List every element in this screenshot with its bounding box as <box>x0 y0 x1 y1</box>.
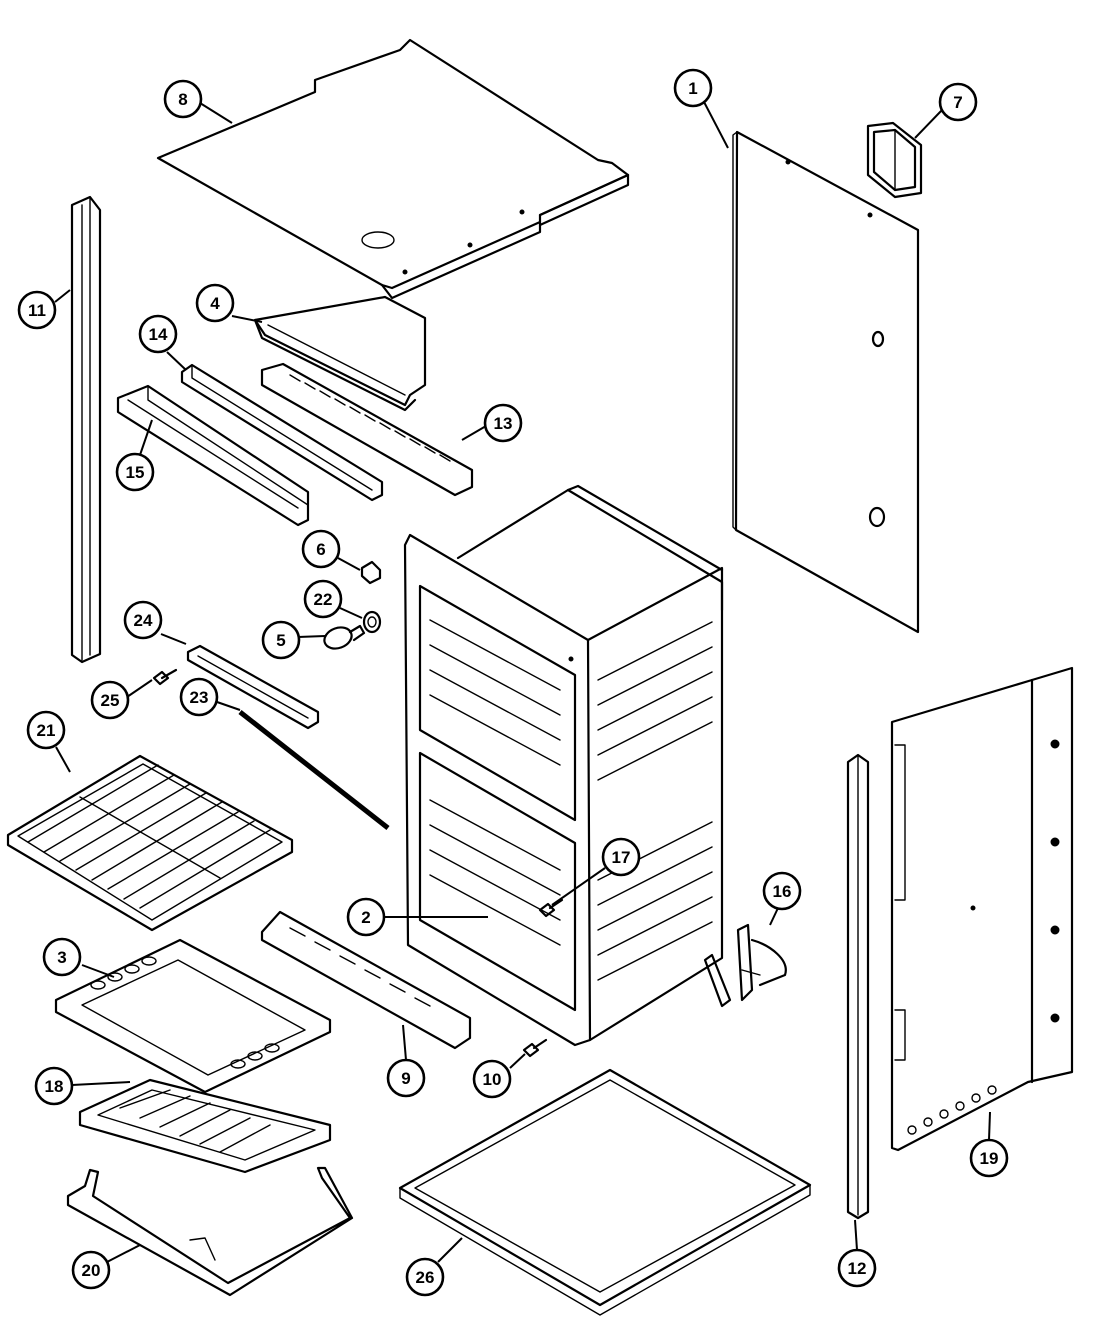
svg-text:26: 26 <box>416 1268 435 1287</box>
part-screw-25 <box>152 668 178 686</box>
svg-text:4: 4 <box>210 294 220 313</box>
callout-16: 16 <box>762 871 802 911</box>
callout-7: 7 <box>938 82 978 122</box>
part-louver-strip <box>260 362 474 497</box>
callout-19: 19 <box>969 1138 1009 1178</box>
svg-text:15: 15 <box>126 463 145 482</box>
callout-10: 10 <box>472 1059 512 1099</box>
svg-text:14: 14 <box>149 325 168 344</box>
svg-text:19: 19 <box>980 1149 999 1168</box>
part-wire-rack <box>66 1166 354 1297</box>
svg-text:18: 18 <box>45 1077 64 1096</box>
svg-text:25: 25 <box>101 691 120 710</box>
part-vent-duct <box>253 295 427 412</box>
part-broiler-pan <box>78 1078 332 1174</box>
callout-17: 17 <box>601 837 641 877</box>
part-lower-bracket <box>260 910 472 1050</box>
part-small-bracket <box>866 121 923 199</box>
callout-6: 6 <box>301 529 341 569</box>
svg-text:11: 11 <box>28 301 46 320</box>
part-screw-10 <box>522 1038 548 1058</box>
part-door <box>54 938 332 1094</box>
part-light-bulb <box>323 624 366 650</box>
callout-4: 4 <box>195 283 235 323</box>
part-small-clip <box>360 560 382 585</box>
callout-18: 18 <box>34 1066 74 1106</box>
svg-text:10: 10 <box>483 1070 502 1089</box>
callout-12: 12 <box>837 1248 877 1288</box>
svg-text:21: 21 <box>37 721 56 740</box>
svg-text:1: 1 <box>688 79 697 98</box>
svg-text:17: 17 <box>612 848 631 867</box>
part-hinge <box>703 923 787 1008</box>
svg-text:6: 6 <box>316 540 325 559</box>
callout-15: 15 <box>115 452 155 492</box>
svg-text:5: 5 <box>276 631 285 650</box>
part-channel-bracket <box>116 384 310 527</box>
svg-text:22: 22 <box>314 590 333 609</box>
svg-text:9: 9 <box>401 1069 410 1088</box>
svg-text:23: 23 <box>190 688 209 707</box>
callout-2: 2 <box>346 897 386 937</box>
part-right-trim <box>846 753 870 1220</box>
callout-11: 11 <box>17 290 57 330</box>
svg-text:3: 3 <box>57 948 66 967</box>
svg-text:20: 20 <box>82 1261 101 1280</box>
svg-text:24: 24 <box>134 611 153 630</box>
svg-text:13: 13 <box>494 414 513 433</box>
svg-text:8: 8 <box>178 90 187 109</box>
callout-5: 5 <box>261 620 301 660</box>
svg-text:16: 16 <box>773 882 792 901</box>
part-oven-rack <box>6 754 294 932</box>
part-left-trim <box>70 195 102 664</box>
callout-25: 25 <box>90 680 130 720</box>
part-oven-cavity <box>403 484 724 1047</box>
callout-24: 24 <box>123 600 163 640</box>
part-back-panel <box>732 130 920 634</box>
callout-21: 21 <box>26 710 66 750</box>
svg-text:7: 7 <box>953 93 962 112</box>
callout-1: 1 <box>673 68 713 108</box>
callout-8: 8 <box>163 79 203 119</box>
callout-13: 13 <box>483 403 523 443</box>
svg-text:12: 12 <box>848 1259 867 1278</box>
part-upper-rail <box>180 363 384 502</box>
callout-22: 22 <box>303 579 343 619</box>
svg-text:2: 2 <box>361 908 370 927</box>
callout-9: 9 <box>386 1058 426 1098</box>
part-side-panel <box>890 666 1074 1152</box>
part-top-panel <box>156 38 630 300</box>
callout-20: 20 <box>71 1250 111 1290</box>
callout-23: 23 <box>179 677 219 717</box>
part-seal-strip <box>238 710 390 830</box>
part-bracket-24 <box>186 644 320 730</box>
part-lamp-cover <box>362 610 382 634</box>
part-screw-17 <box>538 898 564 918</box>
callout-14: 14 <box>138 314 178 354</box>
leader-lines <box>54 99 991 1263</box>
callout-3: 3 <box>42 937 82 977</box>
part-bottom-panel <box>398 1068 812 1316</box>
callout-26: 26 <box>405 1257 445 1297</box>
